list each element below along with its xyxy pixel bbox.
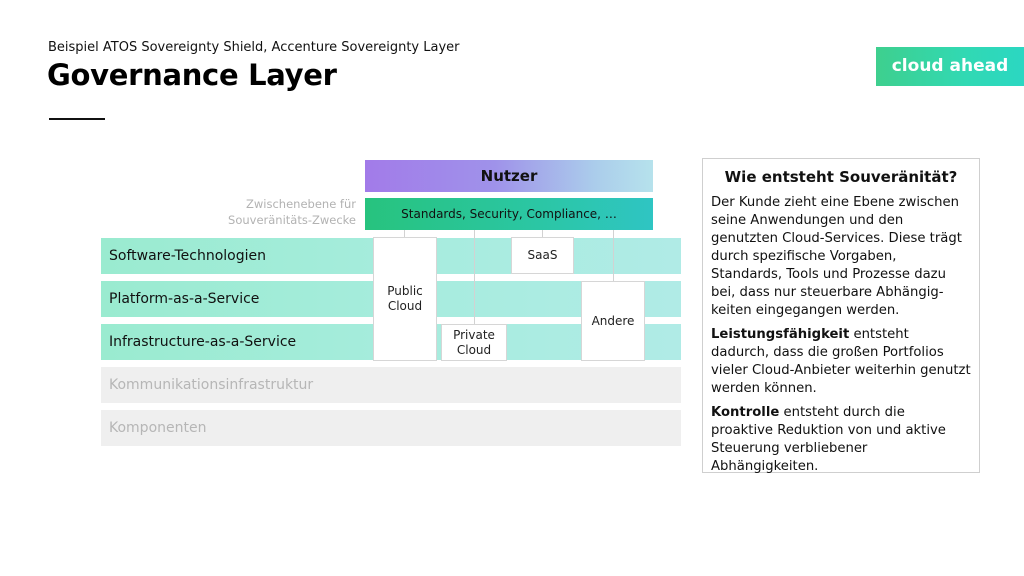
box-label-line: Public <box>387 284 423 298</box>
slide-title: Governance Layer <box>47 58 337 92</box>
layer-label: Komponenten <box>109 420 207 436</box>
nutzer-block: Nutzer <box>365 160 653 192</box>
connector-line <box>404 230 405 238</box>
standards-layer-block: Standards, Security, Compliance, … <box>365 198 653 230</box>
layer-kommunikationsinfrastruktur: Kommunikationsinfrastruktur <box>101 367 681 403</box>
slide-subtitle: Beispiel ATOS Sovereignty Shield, Accent… <box>48 40 460 55</box>
info-keyword: Leistungsfähigkeit <box>711 327 850 342</box>
cloud-ahead-logo: cloud ahead <box>876 47 1024 86</box>
info-paragraph: Kontrolle entsteht durch die proaktive R… <box>711 404 971 476</box>
zwischenebene-label-line: Souveränitäts-Zwecke <box>228 213 356 227</box>
connector-line <box>613 230 614 281</box>
info-text: entsteht durch die proaktive Reduktion v… <box>711 405 946 474</box>
zwischenebene-label-line: Zwischenebene für <box>246 197 356 211</box>
layer-label: Platform-as-a-Service <box>109 291 260 307</box>
info-keyword: Kontrolle <box>711 405 780 420</box>
layer-label: Software-Technologien <box>109 248 266 264</box>
layer-label: Infrastructure-as-a-Service <box>109 334 297 350</box>
info-text: entsteht dadurch, dass die großen Portfo… <box>711 327 971 396</box>
info-title: Wie entsteht Souveränität? <box>724 168 958 186</box>
andere-box: Andere <box>581 281 645 361</box>
layer-komponenten: Komponenten <box>101 410 681 446</box>
info-paragraph: Leistungsfähigkeit entsteht dadurch, das… <box>711 326 971 398</box>
saas-box: SaaS <box>511 237 574 274</box>
box-label-line: Cloud <box>456 342 492 357</box>
box-label: Andere <box>591 313 635 328</box>
layer-label: Kommunikationsinfrastruktur <box>109 377 314 393</box>
title-underline <box>49 118 105 120</box>
connector-line <box>542 230 543 238</box>
connector-line <box>474 230 475 324</box>
box-label-line: Cloud <box>387 299 423 313</box>
info-paragraph: Der Kunde zieht eine Ebene zwischen sein… <box>711 195 962 318</box>
zwischenebene-label: Zwischenebene für Souveränitäts-Zwecke <box>160 196 356 228</box>
info-box: Wie entsteht Souveränität? Der Kunde zie… <box>702 158 980 476</box>
box-label: SaaS <box>527 248 558 262</box>
box-label-line: Private <box>453 327 495 342</box>
